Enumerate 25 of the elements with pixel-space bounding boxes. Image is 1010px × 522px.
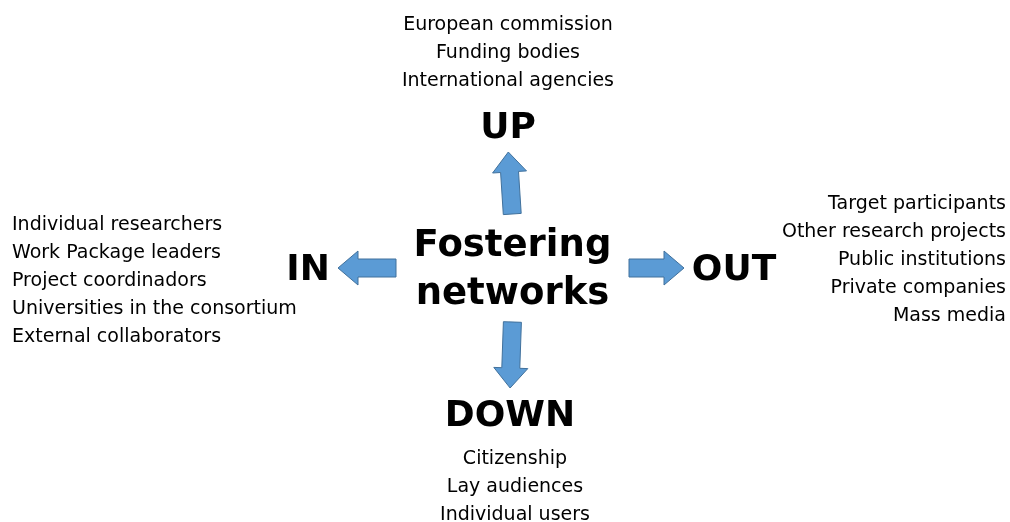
list-item: Citizenship	[462, 445, 568, 470]
list-item: Public institutions	[838, 246, 1006, 271]
list-item: Funding bodies	[435, 39, 581, 64]
list-item: Private companies	[830, 274, 1006, 299]
block-arrow	[628, 250, 685, 286]
list-item: Lay audiences	[446, 473, 584, 498]
list-item: European commission	[403, 11, 613, 36]
list-item: Work Package leaders	[12, 239, 222, 264]
block-arrow	[493, 321, 529, 389]
list-item: Other research projects	[781, 218, 1006, 243]
list-item: Mass media	[892, 302, 1006, 327]
list-item: Universities in the consortium	[12, 295, 297, 320]
block-arrow	[337, 250, 397, 286]
list-item: Target participants	[828, 190, 1006, 215]
direction-label: DOWN	[444, 392, 576, 436]
list-item: Project coordinadors	[12, 267, 207, 292]
direction-label: OUT	[691, 246, 777, 290]
list-item: International agencies	[401, 67, 615, 92]
list-item: Individual users	[440, 501, 590, 522]
central-title: Fostering networks	[412, 221, 613, 315]
direction-label: IN	[286, 246, 330, 290]
list-item: External collaborators	[12, 323, 222, 348]
list-item: Individual researchers	[12, 211, 223, 236]
block-arrow	[492, 151, 527, 216]
direction-label: UP	[480, 104, 536, 148]
